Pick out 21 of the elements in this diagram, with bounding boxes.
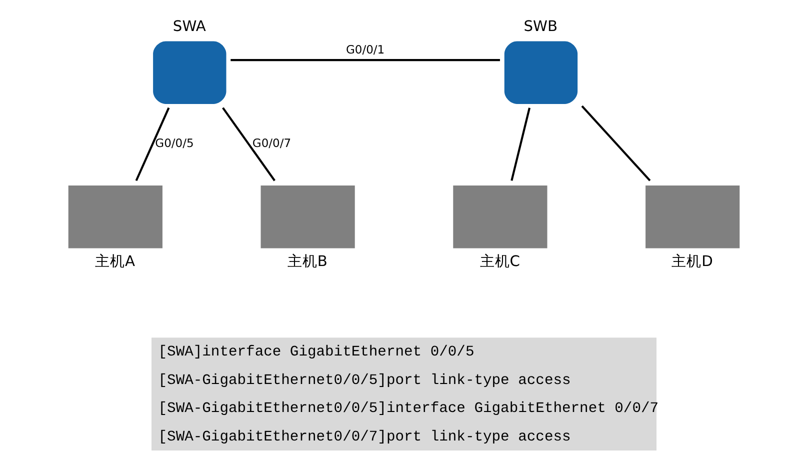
node-box [68, 186, 162, 248]
node-box: [SWA]interface GigabitEthernet 0/0/5 [SWA-GigabitEthernet0/0/5]port link-type access [SWA-GigabitEthernet0/0/5]interface GigabitEthernet 0/0/7 [SWA-GigabitEthernet0/0/7]port link-type access [151, 338, 656, 451]
node-label: 主机C [479, 253, 520, 270]
node-box [645, 186, 740, 248]
node-label: SWB [523, 18, 557, 35]
node-box [260, 186, 354, 248]
edge-label: G0/0/7 [252, 136, 291, 150]
node-box [152, 41, 226, 104]
node-label: 主机B [286, 253, 327, 270]
connector [134, 107, 170, 182]
connector [222, 107, 275, 182]
edge-label: G0/0/1 [346, 42, 384, 57]
connector [230, 58, 500, 62]
node-label: 主机A [94, 253, 135, 270]
node-label: SWA [172, 18, 206, 35]
connector [510, 108, 530, 181]
node-label: 主机D [671, 253, 712, 270]
edge-label: G0/0/5 [154, 136, 194, 150]
connector [580, 105, 650, 182]
node-box [452, 186, 547, 248]
node-box [504, 41, 578, 104]
